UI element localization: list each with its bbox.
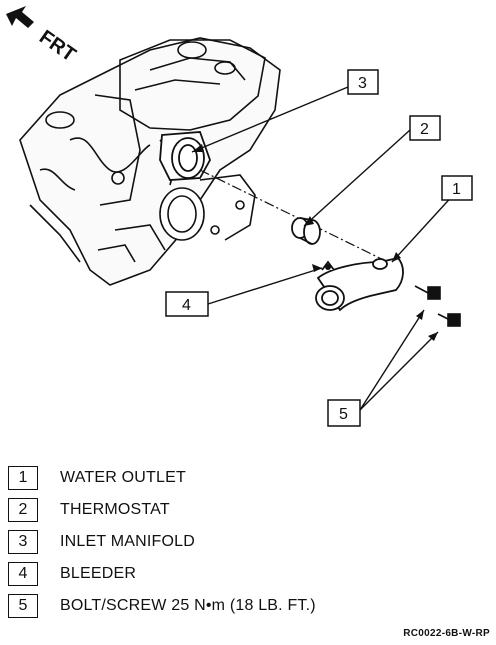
legend-number-box: 5: [8, 594, 38, 618]
callout-3-number: 3: [358, 75, 367, 92]
legend-label: INLET MANIFOLD: [60, 533, 195, 550]
legend-label: BLEEDER: [60, 565, 137, 582]
callout-5: 5: [327, 399, 361, 427]
callout-4: 4: [165, 291, 209, 317]
callout-2: 2: [409, 115, 441, 141]
legend-label: WATER OUTLET: [60, 469, 186, 486]
legend-label: BOLT/SCREW 25 N•m (18 LB. FT.): [60, 597, 316, 614]
figure-code: RC0022-6B-W-RP: [403, 628, 490, 639]
callout-4-number: 4: [182, 297, 191, 314]
legend-row-3: 3 INLET MANIFOLD: [8, 526, 488, 558]
front-label: FRT: [35, 26, 79, 66]
legend-number-box: 1: [8, 466, 38, 490]
bolt-upper: [414, 285, 441, 300]
front-arrow-icon: [6, 6, 34, 28]
legend-label: THERMOSTAT: [60, 501, 170, 518]
parts-legend: 1 WATER OUTLET 2 THERMOSTAT 3 INLET MANI…: [8, 462, 488, 622]
leader-lines: [191, 86, 457, 411]
legend-row-4: 4 BLEEDER: [8, 558, 488, 590]
bolt-lower: [437, 313, 461, 327]
thermostat-part: [291, 217, 321, 245]
exploded-view-diagram: FRT: [6, 6, 473, 427]
legend-row-1: 1 WATER OUTLET: [8, 462, 488, 494]
engine-block-illustration: [19, 37, 281, 286]
legend-row-5: 5 BOLT/SCREW 25 N•m (18 LB. FT.): [8, 590, 488, 622]
leader-arrowheads: [192, 144, 438, 341]
inlet-manifold-neck: [159, 131, 211, 181]
legend-number-box: 3: [8, 530, 38, 554]
legend-number-box: 2: [8, 498, 38, 522]
callout-1-number: 1: [452, 181, 461, 198]
bleeder-part: [325, 264, 331, 270]
callout-1: 1: [441, 175, 473, 201]
legend-row-2: 2 THERMOSTAT: [8, 494, 488, 526]
callout-3: 3: [347, 69, 379, 95]
callout-2-number: 2: [420, 121, 429, 138]
water-outlet-part: [315, 257, 404, 312]
front-direction-indicator: FRT: [6, 6, 80, 66]
callout-5-number: 5: [339, 406, 348, 423]
legend-number-box: 4: [8, 562, 38, 586]
